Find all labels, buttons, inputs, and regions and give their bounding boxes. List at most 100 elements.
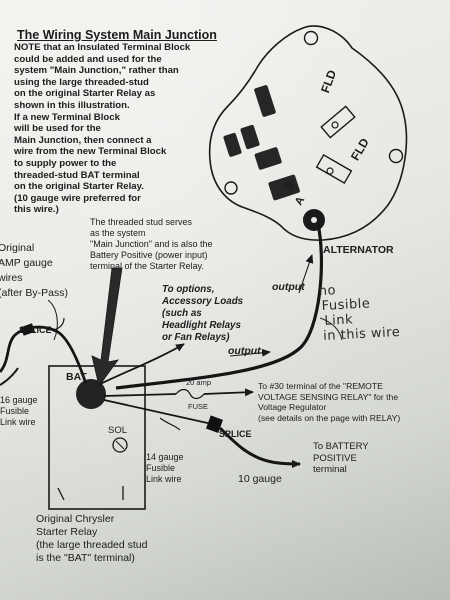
note-line: will be used for the	[14, 123, 101, 135]
alternator-label: ALTERNATOR	[323, 244, 394, 256]
fld-terminal-2	[315, 153, 353, 185]
voltage-sensing-note: To #30 terminal of the "REMOTE VOLTAGE S…	[258, 381, 398, 413]
label-line: terminal	[313, 464, 347, 475]
note-line: (10 gauge wire preferred for	[14, 192, 141, 204]
fuse-wire-right	[203, 388, 254, 397]
handwritten-note: no Fusible Link in this wire	[318, 280, 400, 344]
fld-terminal-1-hole	[331, 121, 339, 129]
note-line: to supply power to the	[14, 157, 117, 169]
vent-slot	[254, 147, 282, 170]
note-line: wire from the new Terminal Block	[14, 146, 167, 158]
label-line: Link wire	[146, 474, 182, 484]
accessory-loads-label: To options, Accessory Loads (such as Hea…	[162, 284, 243, 344]
battery-positive-label: To BATTERY POSITIVE terminal	[313, 441, 369, 476]
vent-slot	[223, 132, 242, 157]
mount-hole-left	[224, 181, 238, 195]
fld-terminal-2-hole	[326, 167, 334, 175]
label-line: (the large threaded stud	[36, 539, 148, 551]
fuse-wire-left	[103, 393, 177, 397]
fusible-link-16-label: 16 gauge Fusible Link wire	[0, 395, 38, 428]
splice-bracket	[53, 317, 65, 331]
alternator-bat-stud-center	[311, 217, 317, 223]
alternator-output-wire	[115, 223, 323, 390]
label-line: Battery Positive (power input)	[90, 250, 208, 260]
label-line: wires	[0, 272, 23, 284]
note-line: on the original Starter Relay as	[14, 88, 156, 100]
label-line: (after By-Pass)	[0, 287, 69, 299]
relay-sol-label: SOL	[108, 425, 128, 436]
label-line: is the "BAT" terminal)	[36, 552, 135, 564]
note-line: threaded-stud BAT terminal	[14, 169, 140, 181]
main-junction-description: The threaded stud serves as the system "…	[90, 217, 212, 272]
note-line: this wire.)	[14, 204, 59, 215]
label-line: AMP gauge	[0, 257, 53, 269]
voltage-sensing-detail: (see details on the page with RELAY)	[258, 413, 401, 423]
vent-slot	[268, 174, 300, 201]
label-line: Accessory Loads	[162, 296, 244, 307]
note-line: If a new Terminal Block	[14, 111, 120, 123]
fuse-symbol	[175, 388, 205, 400]
label-line: "Main Junction" and is also the	[90, 239, 213, 249]
splice-label-right: SPLICE	[219, 429, 252, 439]
vent-slot	[254, 85, 276, 117]
note-line: on the original Starter Relay.	[14, 181, 144, 193]
output-label-top: output	[272, 281, 305, 293]
relay-bat-stud	[76, 379, 106, 409]
splice-block-right	[205, 415, 223, 433]
alternator	[208, 25, 408, 241]
main-junction-pointer-arrow	[91, 267, 123, 387]
left-splice-wire	[0, 325, 88, 385]
splice-label-left: SPLICE	[19, 325, 52, 335]
accessory-wire	[99, 343, 185, 385]
original-amp-gauge-label: Original AMP gauge wires (after By-Pass)	[0, 241, 68, 301]
note-line: could be added and used for the	[14, 53, 162, 65]
label-line: or Fan Relays)	[162, 332, 230, 343]
label-line: terminal of the Starter Relay.	[90, 261, 204, 271]
alternator-outline	[208, 25, 408, 241]
label-line: (such as	[162, 308, 202, 319]
label-line: POSITIVE	[313, 452, 357, 464]
output-label-bottom: output	[228, 345, 261, 357]
label-line: as the system	[90, 228, 146, 238]
label-line: To #30 terminal of the "REMOTE	[258, 381, 383, 391]
bypass-bracket	[47, 299, 58, 341]
label-line: Voltage Regulator	[258, 402, 327, 412]
splice-block-left	[20, 323, 36, 336]
relay-mount-mark-left	[57, 487, 65, 501]
note-line: NOTE that an Insulated Terminal Block	[14, 42, 191, 53]
fld-terminal-1	[320, 105, 356, 139]
note-line: shown in this illustration.	[14, 99, 130, 111]
label-line: Fusible	[146, 463, 176, 473]
fuse-rating-label: 20 amp	[186, 378, 212, 387]
label-line: To BATTERY	[313, 441, 369, 452]
label-line: To options,	[162, 284, 215, 295]
label-line: Starter Relay	[36, 526, 98, 538]
fusible-link-wire	[159, 417, 181, 431]
label-line: Original Chrysler	[36, 513, 115, 525]
label-line: 14 gauge	[146, 452, 184, 462]
page-title: The Wiring System Main Junction	[17, 28, 217, 42]
fusible-link-14-label: 14 gauge Fusible Link wire	[146, 452, 184, 485]
label-line: Original	[0, 242, 35, 254]
instruction-note: NOTE that an Insulated Terminal Block co…	[14, 42, 190, 204]
handwritten-pointer	[319, 317, 343, 341]
fuse-label: FUSE	[188, 402, 209, 411]
note-line: Main Junction, then connect a	[14, 134, 152, 146]
note-line: using the large threaded-stud	[14, 76, 149, 88]
note-line: system "Main Junction," rather than	[14, 65, 179, 77]
label-line: Headlight Relays	[162, 320, 241, 331]
label-line: The threaded stud serves	[90, 217, 193, 227]
label-line: 16 gauge	[0, 395, 38, 405]
relay-sol-terminal	[112, 437, 128, 453]
left-stub-wire	[0, 367, 19, 386]
output-arrow-top	[298, 254, 314, 294]
relay-bat-label: BAT	[66, 371, 87, 383]
label-line: Fusible	[0, 406, 30, 416]
battery-wire-b	[218, 426, 301, 468]
ten-gauge-label: 10 gauge	[238, 473, 282, 485]
label-line: Link wire	[0, 417, 36, 427]
output-arrow-bottom	[229, 348, 271, 357]
